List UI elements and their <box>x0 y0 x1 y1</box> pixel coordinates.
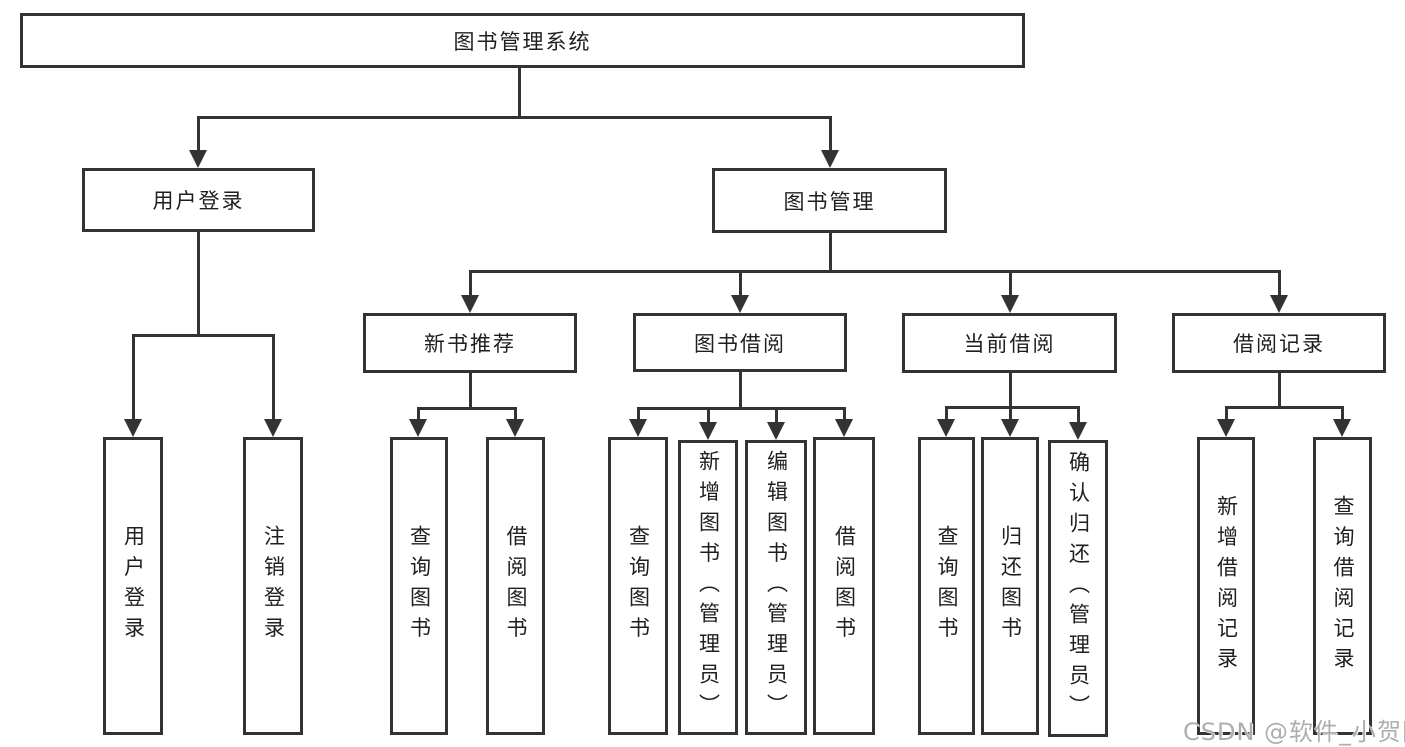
connector-bus-system-split <box>196 115 832 119</box>
connector-drop-book-management-split-1 <box>738 271 742 297</box>
arrow-down-icon <box>264 419 282 437</box>
node-cb-return-books: 归还图书 <box>981 437 1039 735</box>
connector-bus-book-management-split <box>468 269 1281 273</box>
connector-bus-user-login-split <box>131 333 275 337</box>
node-new-book-recommend: 新书推荐 <box>363 313 577 373</box>
arrow-down-icon <box>821 150 839 168</box>
arrow-down-icon <box>1333 419 1351 437</box>
arrow-down-icon <box>1069 422 1087 440</box>
node-book-management: 图书管理 <box>712 168 947 233</box>
connector-drop-book-management-split-0 <box>468 271 472 297</box>
node-user-login-module: 用户登录 <box>82 168 315 232</box>
node-current-borrowing: 当前借阅 <box>902 313 1117 373</box>
arrow-down-icon <box>506 419 524 437</box>
arrow-down-icon <box>937 419 955 437</box>
node-bb-query-books: 查询图书 <box>608 437 668 735</box>
node-bb-borrow-books: 借阅图书 <box>813 437 875 735</box>
connector-drop-book-borrowing-split-2 <box>774 408 778 424</box>
connector-stem-book-borrowing-split <box>738 372 742 408</box>
connector-drop-book-borrowing-split-1 <box>706 408 710 424</box>
connector-stem-current-borrowing-split <box>1008 373 1012 407</box>
arrow-down-icon <box>1217 419 1235 437</box>
node-cb-confirm-return-admin: 确认归还（管理员） <box>1048 440 1108 737</box>
arrow-down-icon <box>629 419 647 437</box>
connector-bus-current-borrowing-split <box>944 405 1080 409</box>
connector-stem-book-management-split <box>828 233 832 271</box>
connector-drop-book-borrowing-split-0 <box>636 408 640 421</box>
connector-drop-book-management-split-2 <box>1008 271 1012 297</box>
connector-stem-user-login-split <box>196 232 200 335</box>
connector-stem-system-split <box>517 68 521 117</box>
connector-bus-book-borrowing-split <box>636 406 846 410</box>
arrow-down-icon <box>1270 295 1288 313</box>
node-user-login-leaf: 用户登录 <box>103 437 163 735</box>
node-logout-leaf: 注销登录 <box>243 437 303 735</box>
connector-drop-book-management-split-3 <box>1277 271 1281 297</box>
connector-stem-borrow-records-split <box>1277 373 1281 407</box>
node-nr-query-books: 查询图书 <box>390 437 448 735</box>
node-system: 图书管理系统 <box>20 13 1025 68</box>
connector-bus-borrow-records-split <box>1224 405 1344 409</box>
node-nr-borrow-books: 借阅图书 <box>486 437 545 735</box>
arrow-down-icon <box>124 419 142 437</box>
connector-drop-new-book-recommend-split-0 <box>416 408 420 421</box>
node-borrow-records: 借阅记录 <box>1172 313 1386 373</box>
arrow-down-icon <box>767 422 785 440</box>
arrow-down-icon <box>835 419 853 437</box>
node-br-query-record: 查询借阅记录 <box>1313 437 1372 735</box>
node-cb-query-books: 查询图书 <box>918 437 975 735</box>
watermark: CSDN @软件_小贺同学 <box>1183 718 1405 746</box>
connector-drop-borrow-records-split-1 <box>1340 407 1344 421</box>
arrow-down-icon <box>1001 419 1019 437</box>
connector-drop-current-borrowing-split-2 <box>1076 407 1080 424</box>
node-bb-add-books-admin: 新增图书（管理员） <box>678 440 738 735</box>
connector-drop-borrow-records-split-0 <box>1224 407 1228 421</box>
arrow-down-icon <box>461 295 479 313</box>
arrow-down-icon <box>1001 295 1019 313</box>
node-book-borrowing: 图书借阅 <box>633 313 847 372</box>
connector-drop-system-split-0 <box>196 117 200 152</box>
node-br-add-record: 新增借阅记录 <box>1197 437 1255 735</box>
connector-drop-book-borrowing-split-3 <box>842 408 846 421</box>
arrow-down-icon <box>189 150 207 168</box>
node-bb-edit-books-admin: 编辑图书（管理员） <box>745 440 807 735</box>
connector-drop-user-login-split-0 <box>131 335 135 421</box>
arrow-down-icon <box>409 419 427 437</box>
connector-drop-system-split-1 <box>828 117 832 152</box>
arrow-down-icon <box>699 422 717 440</box>
connector-stem-new-book-recommend-split <box>468 373 472 408</box>
connector-drop-current-borrowing-split-1 <box>1008 407 1012 421</box>
connector-drop-user-login-split-1 <box>271 335 275 421</box>
connector-drop-current-borrowing-split-0 <box>944 407 948 421</box>
arrow-down-icon <box>731 295 749 313</box>
connector-bus-new-book-recommend-split <box>416 406 517 410</box>
connector-drop-new-book-recommend-split-1 <box>513 408 517 421</box>
